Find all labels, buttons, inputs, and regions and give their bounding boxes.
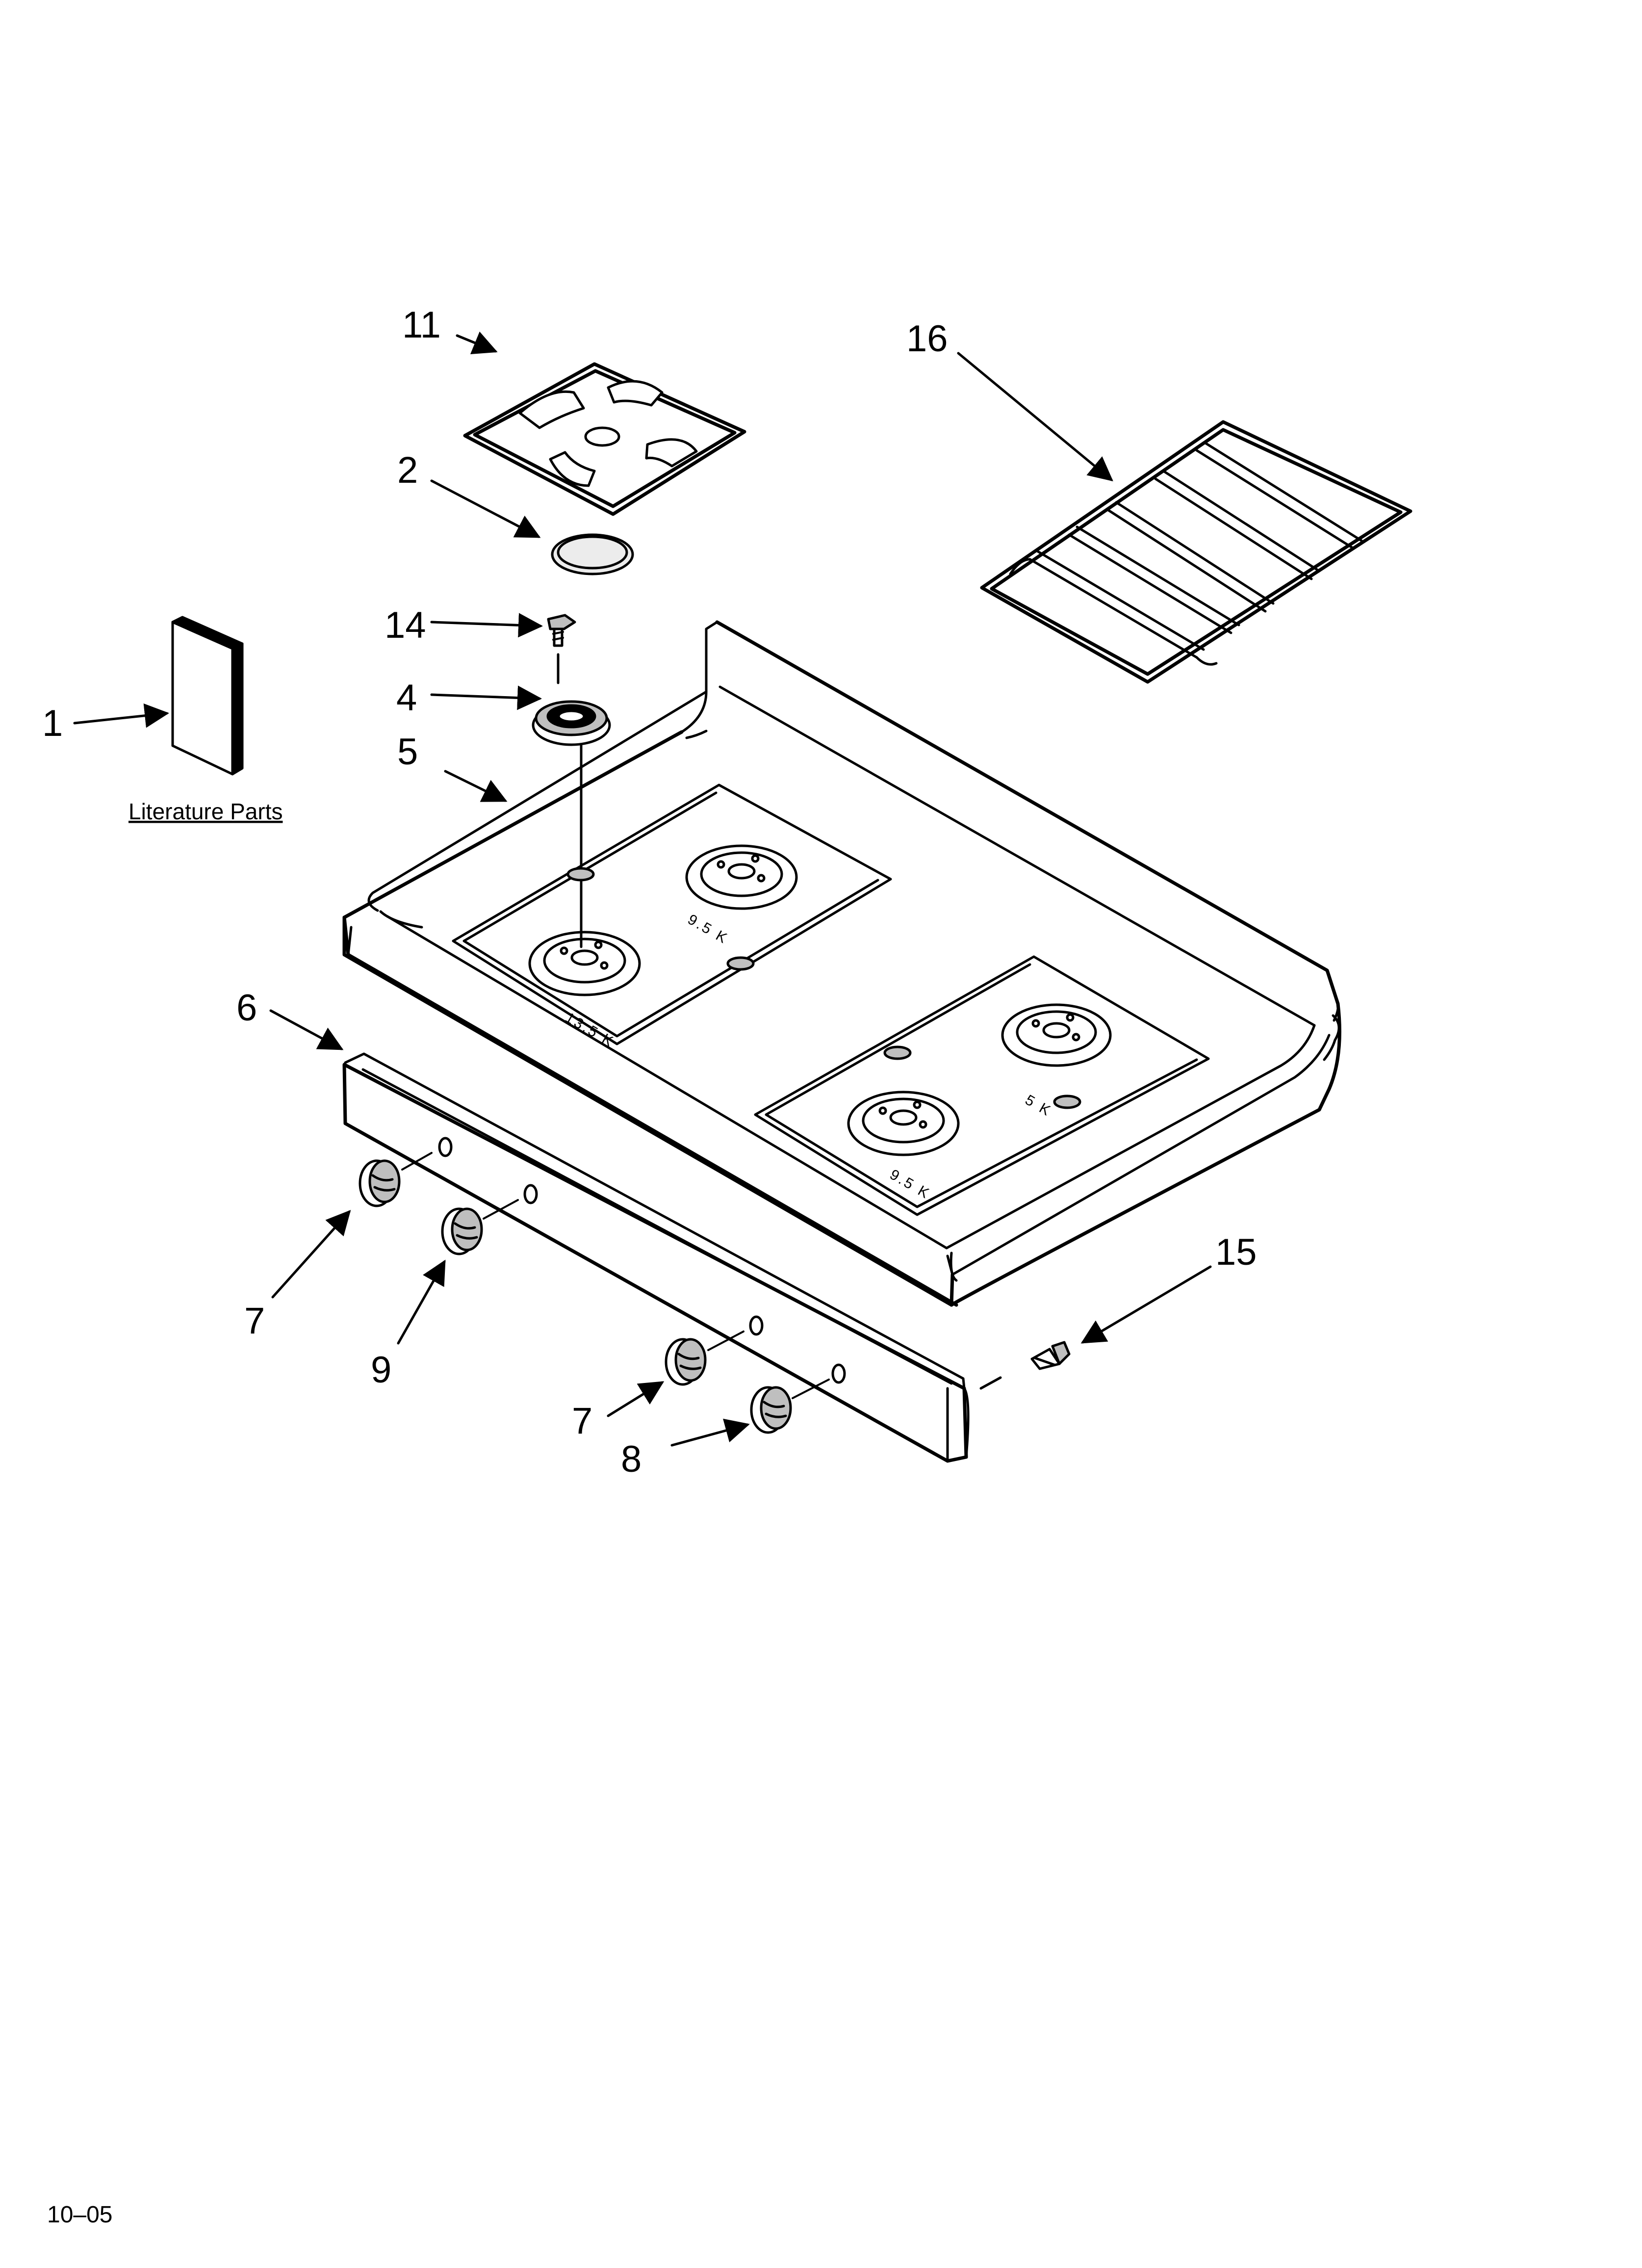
callout-15: 15 (1215, 1231, 1257, 1273)
burner-screw (547, 614, 576, 684)
page-code: 10–05 (47, 2202, 112, 2228)
callout-2: 2 (397, 449, 418, 491)
rating-front-right: 9.5 K (887, 1166, 933, 1202)
literature-parts: Literature Parts (128, 616, 282, 824)
leader-lines (73, 331, 1212, 1447)
panel-screw (979, 1341, 1071, 1390)
knob-7-right (665, 1330, 744, 1386)
cooktop: 13.5 K 9.5 K 9.5 K 5 K (342, 620, 1341, 1307)
burner-grate (463, 362, 746, 516)
callout-7-right: 7 (572, 1400, 592, 1442)
burner-cap (551, 533, 634, 575)
callout-9: 9 (371, 1349, 391, 1391)
double-grate (980, 420, 1412, 684)
knob-8 (750, 1379, 830, 1434)
burner-front-right: 9.5 K (847, 1091, 960, 1202)
callout-4: 4 (396, 677, 417, 719)
callout-7-left: 7 (244, 1300, 265, 1342)
burner-rear-left: 9.5 K (685, 844, 798, 947)
rating-rear-right: 5 K (1023, 1092, 1055, 1120)
knob-7-left (359, 1152, 433, 1207)
callout-1: 1 (42, 703, 63, 744)
knob-9 (441, 1199, 519, 1255)
burner-base (532, 700, 611, 948)
literature-parts-label: Literature Parts (128, 799, 282, 824)
callout-16: 16 (906, 318, 948, 360)
control-panel (342, 1052, 970, 1463)
callout-6: 6 (236, 987, 257, 1029)
callout-8: 8 (621, 1438, 641, 1480)
callout-5: 5 (397, 731, 418, 773)
callout-11: 11 (402, 304, 441, 346)
callout-14: 14 (385, 604, 426, 646)
rating-rear-left: 9.5 K (685, 911, 731, 947)
callout-numbers: 1 2 14 4 5 11 16 6 7 9 7 8 15 (42, 304, 1257, 1480)
